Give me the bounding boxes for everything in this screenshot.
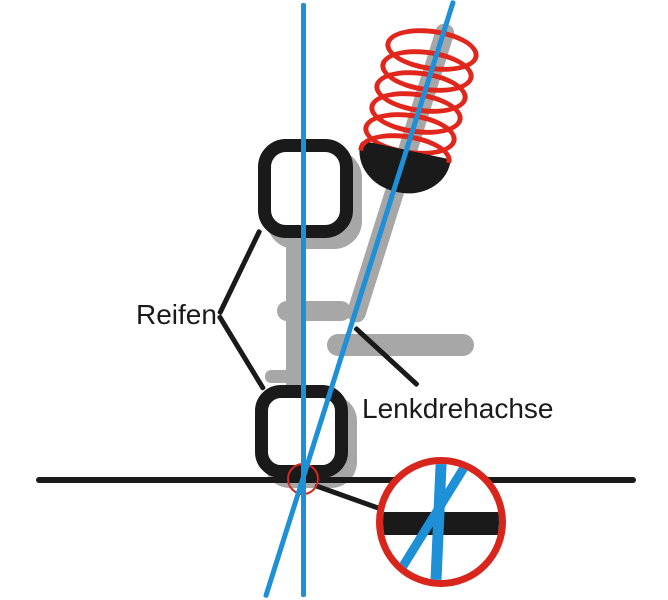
tire-pointer-lower [217,313,267,391]
upper-control-arm [277,301,351,321]
tie-rod-arm [327,334,474,356]
tire-top [258,139,353,238]
detail-magnifier-circle [376,457,506,587]
tire-centerline [301,3,306,597]
tire-pointer-upper [216,228,262,315]
lower-arm-stub [265,370,306,383]
tire-label: Reifen [136,299,217,330]
steering-axis-label: Lenkdrehachse [362,393,554,424]
ground-line [36,477,636,483]
